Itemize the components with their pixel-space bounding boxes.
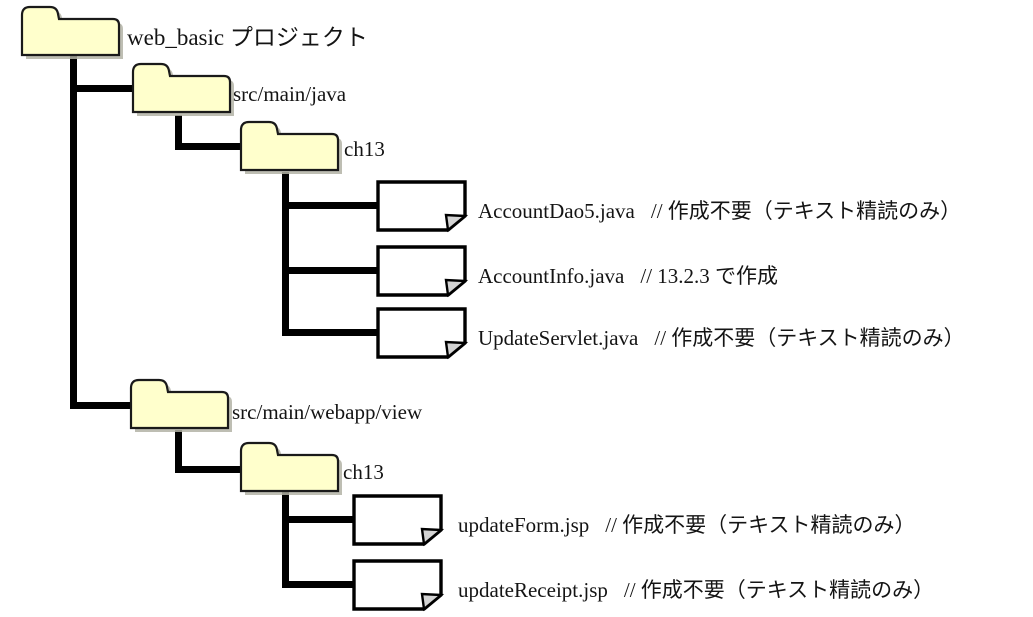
folder-icon bbox=[239, 441, 342, 495]
file-note: // 13.2.3 で作成 bbox=[640, 264, 779, 288]
file-icon bbox=[376, 180, 469, 233]
tree-connectors bbox=[70, 56, 378, 588]
folder-icon bbox=[239, 120, 342, 174]
file-name: AccountDao5.java bbox=[478, 199, 635, 223]
file-name: AccountInfo.java bbox=[478, 264, 625, 288]
file-note: // 作成不要（テキスト精読のみ） bbox=[623, 578, 935, 602]
folder-icon bbox=[129, 378, 232, 432]
file-label-update-form: updateForm.jsp // 作成不要（テキスト精読のみ） bbox=[458, 515, 916, 536]
file-label-update-servlet: UpdateServlet.java // 作成不要（テキスト精読のみ） bbox=[478, 328, 965, 349]
file-label-account-info: AccountInfo.java // 13.2.3 で作成 bbox=[478, 266, 778, 287]
folder-label-src-main-webapp-view: src/main/webapp/view bbox=[232, 400, 423, 424]
folder-icon bbox=[131, 62, 234, 116]
folder-icon bbox=[20, 5, 123, 59]
file-note: // 作成不要（テキスト精読のみ） bbox=[605, 513, 916, 537]
file-note: // 作成不要（テキスト精読のみ） bbox=[650, 199, 962, 223]
file-label-update-receipt: updateReceipt.jsp // 作成不要（テキスト精読のみ） bbox=[458, 580, 934, 601]
file-icon bbox=[352, 494, 445, 547]
file-icon bbox=[352, 559, 445, 612]
file-icon bbox=[376, 245, 469, 298]
file-note: // 作成不要（テキスト精読のみ） bbox=[654, 326, 965, 350]
folder-label-src-main-java: src/main/java bbox=[233, 82, 347, 106]
file-icon bbox=[376, 307, 469, 360]
file-name: UpdateServlet.java bbox=[478, 326, 639, 350]
root-folder-label: web_basic プロジェクト bbox=[127, 25, 368, 50]
file-label-account-dao5: AccountDao5.java // 作成不要（テキスト精読のみ） bbox=[478, 201, 961, 222]
folder-label-ch13-java: ch13 bbox=[344, 137, 385, 161]
file-name: updateForm.jsp bbox=[458, 513, 590, 537]
folder-label-ch13-view: ch13 bbox=[343, 460, 384, 484]
file-name: updateReceipt.jsp bbox=[458, 578, 608, 602]
